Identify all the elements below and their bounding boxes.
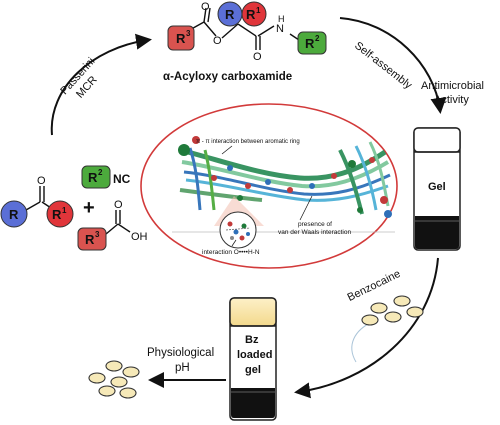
pi-interaction-label: π - π interaction between aromatic ring (196, 139, 300, 145)
molecular-model-inset: π - π interaction between aromatic ring … (140, 103, 398, 269)
svg-text:R: R (85, 232, 95, 247)
physiological-label: Physiological (147, 347, 214, 359)
carbonyl-oxygen: O (201, 1, 210, 13)
carboxylic-acid-reagent: O OH R 3 (77, 199, 148, 251)
svg-text:3: 3 (95, 230, 100, 239)
bz-label: Bz (245, 334, 259, 346)
benzocaine-arrow (294, 257, 439, 399)
activity-label: Activity (434, 94, 469, 106)
gel-label: Gel (428, 181, 446, 193)
ketone-r1-group (46, 200, 74, 228)
ketone-r-group (0, 200, 28, 228)
svg-text:O: O (114, 199, 123, 211)
amide-nh: N (276, 23, 284, 35)
bz-loaded-gel-vial: Bz loaded gel (229, 297, 277, 421)
svg-text:3: 3 (186, 29, 191, 38)
ketone-reagent: O R R 1 (0, 175, 74, 228)
vdw-label-line1: presence of (298, 221, 332, 228)
svg-text:OH: OH (131, 231, 148, 243)
isocyanide-reagent: R 2 NC (81, 165, 131, 189)
iso-r2-group (81, 165, 111, 189)
benzocaine-particles (361, 295, 424, 326)
svg-text:R: R (88, 170, 98, 185)
svg-text:R: R (9, 207, 19, 222)
plus-sign: + (83, 197, 95, 219)
r3-label: R (176, 31, 186, 46)
zoom-circle (219, 211, 257, 249)
gel-vial: Gel (413, 127, 461, 251)
passerini-arrow (50, 33, 152, 136)
svg-text:2: 2 (315, 34, 320, 43)
hbond-label: interaction O••••H-N (202, 249, 260, 256)
r1-group (241, 1, 267, 27)
r3-group (167, 25, 195, 51)
gel-label-bottom: gel (245, 364, 261, 376)
svg-text:2: 2 (98, 168, 103, 177)
released-particles (88, 360, 140, 399)
loaded-label: loaded (237, 349, 272, 361)
self-assembly-arrow (339, 17, 447, 114)
svg-text:1: 1 (256, 6, 261, 15)
ph-label: pH (175, 362, 190, 374)
ester-oxygen: O (213, 35, 222, 47)
svg-text:1: 1 (62, 206, 67, 215)
r2-group (297, 31, 327, 55)
vdw-label-line2: van der Waals interaction (278, 229, 351, 236)
acyloxy-carboxamide-structure: R 3 O O O R R 1 N H R 2 (167, 1, 327, 63)
benzocaine-label: Benzocaine (346, 268, 403, 304)
svg-text:R: R (246, 7, 256, 22)
svg-text:R: R (225, 7, 235, 22)
antimicrobial-label: Antimicrobial (421, 80, 484, 92)
svg-text:R: R (52, 207, 62, 222)
product-title: α-Acyloxy carboxamide (163, 71, 292, 83)
svg-text:NC: NC (113, 172, 131, 186)
svg-text:H: H (278, 14, 285, 24)
amide-oxygen: O (253, 51, 262, 63)
svg-text:O: O (37, 175, 46, 187)
benzocaine-curve (351, 321, 373, 363)
svg-text:R: R (305, 36, 315, 51)
acid-r3-group (77, 227, 107, 251)
